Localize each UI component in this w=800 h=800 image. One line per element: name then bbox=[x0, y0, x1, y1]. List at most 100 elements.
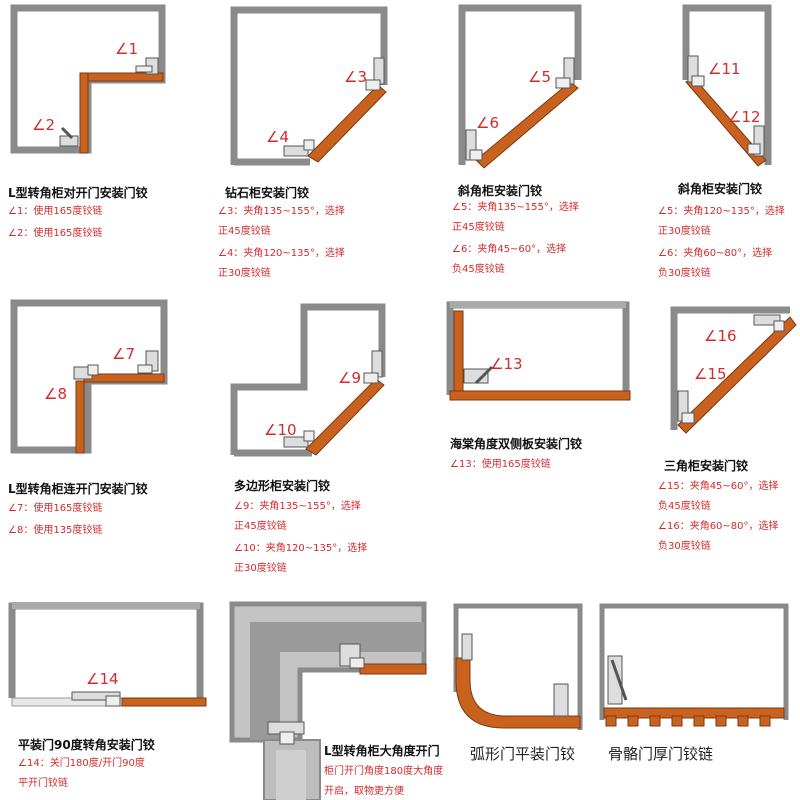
door-panel bbox=[307, 84, 387, 163]
panel-title: 弧形门平装门铰 bbox=[470, 745, 576, 763]
diagram-bevel-cabinet: ∠5 ∠6 bbox=[458, 4, 582, 169]
diagram-skeleton-door bbox=[599, 603, 789, 727]
hinge-icon bbox=[363, 350, 383, 384]
angle-label: ∠9 bbox=[338, 369, 361, 387]
note-line: ∠8：使用135度铰链 bbox=[8, 525, 103, 536]
hinge-icon bbox=[555, 57, 575, 89]
panel-diamond-cabinet: ∠3 ∠4 钻石柜安装门铰 ∠3：夹角135~155°，选择 正45度铰链 ∠4… bbox=[200, 0, 430, 279]
diagram-haitang-dual-side: ∠13 bbox=[446, 301, 631, 401]
hinge-icon bbox=[137, 350, 159, 374]
note-line: 平开门铰链 bbox=[18, 778, 68, 789]
angle-label: ∠3 bbox=[344, 68, 367, 86]
panel-polygon-cabinet: ∠9 ∠10 多边形柜安装门铰 ∠9：夹角135~155°，选择 正45度铰链 … bbox=[200, 295, 440, 585]
diagram-triangle-cabinet: ∠16 ∠15 bbox=[670, 306, 797, 434]
hinge-icon bbox=[687, 55, 705, 87]
note-line: ∠5：夹角135~155°，选择 bbox=[452, 202, 579, 213]
note-line: ∠14：关门180度/开门90度 bbox=[18, 758, 145, 769]
angle-label: ∠10 bbox=[264, 421, 297, 439]
angle-label: ∠2 bbox=[32, 116, 55, 134]
angle-label: ∠12 bbox=[728, 108, 761, 126]
hinge-icon bbox=[283, 430, 315, 448]
note-line: 柜门开门角度180度大角度 bbox=[324, 766, 444, 777]
note-line: ∠3：夹角135~155°，选择 bbox=[218, 206, 345, 217]
door-panel bbox=[453, 310, 464, 392]
hinge-icon bbox=[339, 643, 365, 669]
door-panel bbox=[75, 380, 85, 454]
panel-title: L型转角柜连开门安装门铰 bbox=[8, 482, 148, 496]
door-panel bbox=[475, 81, 579, 169]
angle-label: ∠8 bbox=[44, 385, 67, 403]
note-line: ∠2：使用165度铰链 bbox=[8, 228, 103, 239]
panel-l-corner-connected: ∠7 ∠8 L型转角柜连开门安装门铰 ∠7：使用165度铰链 ∠8：使用135度… bbox=[0, 295, 200, 545]
panel-curved-door: 弧形门平装门铰 bbox=[452, 600, 592, 800]
note-line: ∠9：夹角135~155°，选择 bbox=[234, 501, 361, 512]
note-line: 正30度铰链 bbox=[658, 226, 711, 237]
door-panel bbox=[121, 697, 207, 707]
note-line: ∠13：使用165度铰链 bbox=[450, 459, 551, 470]
panel-title: 平装门90度转角安装门铰 bbox=[18, 738, 155, 752]
note-line: ∠15：夹角45~60°，选择 bbox=[658, 481, 779, 492]
angle-label: ∠1 bbox=[115, 40, 138, 58]
panel-title: 多边形柜安装门铰 bbox=[234, 479, 331, 493]
panel-title: L型转角柜对开门安装门铰 bbox=[8, 186, 148, 200]
panel-title: 钻石柜安装门铰 bbox=[225, 186, 310, 200]
hinge-icon bbox=[607, 655, 628, 705]
panel-triangle-cabinet: ∠16 ∠15 三角柜安装门铰 ∠15：夹角45~60°，选择 负45度铰链 ∠… bbox=[650, 295, 800, 565]
note-line: 负30度铰链 bbox=[658, 268, 711, 279]
note-line: ∠6：夹角45~60°，选择 bbox=[452, 244, 567, 255]
diagram-diamond-cabinet: ∠3 ∠4 bbox=[230, 6, 388, 166]
angle-label: ∠14 bbox=[86, 670, 119, 688]
hinge-icon bbox=[267, 721, 305, 745]
note-line: 正45度铰链 bbox=[452, 222, 505, 233]
panel-title: 斜角柜安装门铰 bbox=[458, 184, 543, 198]
angle-label: ∠7 bbox=[112, 345, 135, 363]
note-line: 正30度铰链 bbox=[234, 563, 287, 574]
hinge-icon bbox=[59, 126, 79, 147]
door-panel bbox=[305, 378, 385, 456]
panel-title: 海棠角度双侧板安装门铰 bbox=[450, 437, 583, 451]
panel-title: 骨骼门厚门铰链 bbox=[608, 745, 714, 763]
angle-label: ∠4 bbox=[266, 128, 289, 146]
angle-label: ∠15 bbox=[694, 365, 727, 383]
diagram-bevel-cabinet-b: ∠11 ∠12 bbox=[682, 4, 772, 167]
note-line: 开启，取物更方便 bbox=[324, 786, 404, 797]
angle-label: ∠11 bbox=[708, 60, 741, 78]
door-panel bbox=[677, 316, 797, 434]
panel-skeleton-door: 骨骼门厚门铰链 bbox=[596, 600, 800, 800]
angle-label: ∠13 bbox=[490, 355, 523, 373]
door-ribs bbox=[605, 715, 771, 727]
hinge-icon bbox=[73, 364, 99, 380]
hinge-icon bbox=[463, 365, 494, 385]
note-line: 负45度铰链 bbox=[452, 264, 505, 275]
hinge-icon bbox=[283, 139, 315, 157]
door-panel bbox=[359, 663, 427, 675]
note-line: ∠5：夹角120~135°，选择 bbox=[658, 206, 785, 217]
panel-flush-door-90: ∠14 平装门90度转角安装门铰 ∠14：关门180度/开门90度 平开门铰链 bbox=[0, 598, 220, 800]
diagram-l-corner-double-door: ∠1 ∠2 bbox=[10, 4, 166, 154]
note-line: 负30度铰链 bbox=[658, 541, 711, 552]
door-panel bbox=[455, 657, 581, 729]
hinge-icon bbox=[753, 314, 785, 332]
hinge-icon bbox=[135, 57, 159, 75]
note-line: ∠6：夹角60~80°，选择 bbox=[658, 248, 773, 259]
note-line: 正45度铰链 bbox=[234, 521, 287, 532]
panel-bevel-cabinet: ∠5 ∠6 斜角柜安装门铰 ∠5：夹角135~155°，选择 正45度铰链 ∠6… bbox=[440, 0, 650, 290]
diagram-l-corner-connected: ∠7 ∠8 bbox=[10, 299, 168, 454]
note-line: ∠16：夹角60~80°，选择 bbox=[658, 521, 779, 532]
hinge-icon bbox=[365, 57, 385, 91]
panel-title: L型转角柜大角度开门 bbox=[324, 744, 440, 758]
panel-bevel-cabinet-b: ∠11 ∠12 斜角柜安装门铰 ∠5：夹角120~135°，选择 正30度铰链 … bbox=[650, 0, 800, 290]
note-line: ∠7：使用165度铰链 bbox=[8, 503, 103, 514]
door-panel bbox=[449, 390, 631, 401]
diagram-polygon-cabinet: ∠9 ∠10 bbox=[230, 303, 386, 457]
note-line: 负45度铰链 bbox=[658, 501, 711, 512]
panel-l-corner-large-angle: L型转角柜大角度开门 柜门开门角度180度大角度 开启，取物更方便 bbox=[228, 600, 458, 800]
hinge-icon bbox=[677, 390, 695, 424]
hinge-icon bbox=[747, 125, 765, 157]
note-line: ∠10：夹角120~135°，选择 bbox=[234, 543, 368, 554]
panel-l-corner-double-door: ∠1 ∠2 L型转角柜对开门安装门铰 ∠1：使用165度铰链 ∠2：使用165度… bbox=[0, 0, 200, 250]
diagram-l-corner-large-angle bbox=[229, 601, 427, 800]
angle-label: ∠16 bbox=[704, 327, 737, 345]
note-line: ∠4：夹角120~135°，选择 bbox=[218, 248, 345, 259]
note-line: 正30度铰链 bbox=[218, 268, 271, 279]
